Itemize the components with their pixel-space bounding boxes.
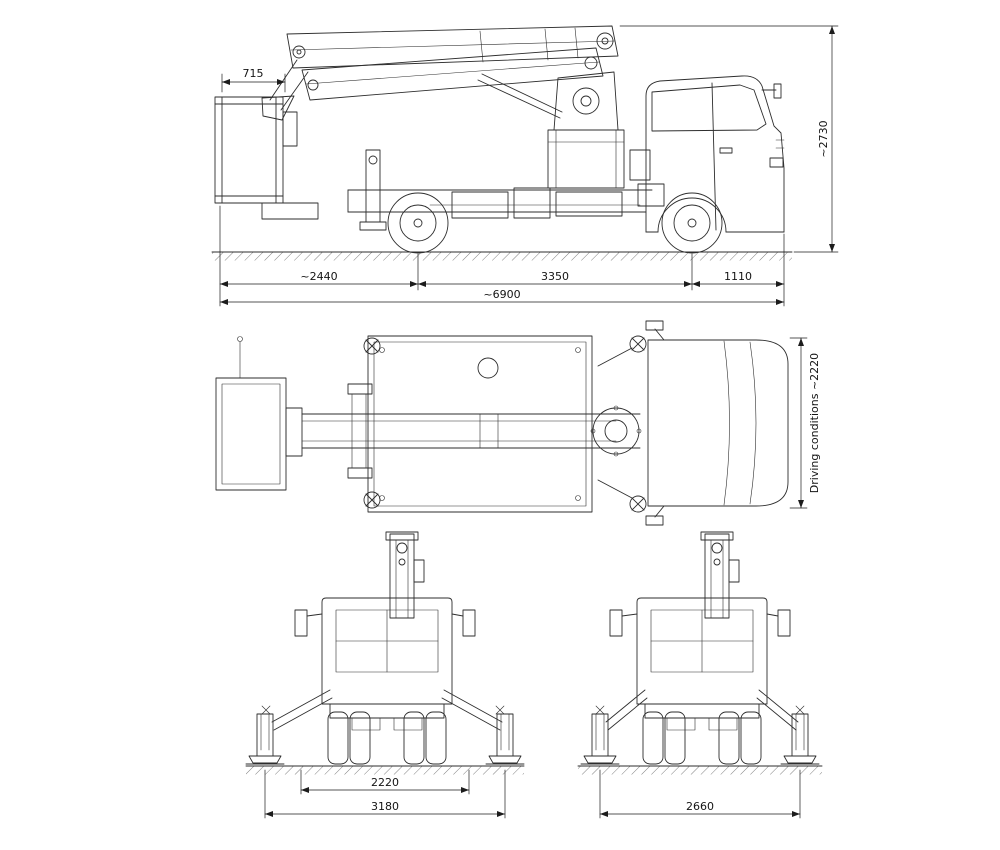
dim-text-1110: 1110 — [724, 270, 752, 283]
side-view: 715 ~2730 ~2440 3350 1110 ~6900 — [211, 25, 839, 307]
stowed-boom-mast-left — [385, 531, 425, 619]
rear-view-right: 2660 — [577, 531, 823, 819]
dim-text-3350: 3350 — [541, 270, 569, 283]
driving-conditions-label: Driving conditions ~2220 — [808, 353, 821, 493]
rear-wheel — [387, 192, 449, 254]
mirror-left — [609, 609, 623, 637]
dim-basket-width: 715 — [221, 67, 286, 93]
front-wheel — [661, 192, 723, 254]
dim-text-6900: ~6900 — [483, 288, 520, 301]
boom-plan — [301, 383, 642, 479]
body-rear-left — [294, 597, 476, 731]
outriggers-rear-right — [580, 689, 820, 765]
cab-plan — [645, 320, 789, 526]
chassis — [347, 149, 665, 231]
plan-view: Driving conditions ~2220 — [215, 320, 821, 526]
ground-line-rear-left — [245, 765, 525, 775]
dim-text-2730: ~2730 — [817, 120, 830, 157]
outrigger-pads-plan — [363, 335, 647, 513]
dim-text-2220: 2220 — [371, 776, 399, 789]
ground-line-side — [211, 251, 793, 261]
dim-text-715: 715 — [243, 67, 264, 80]
outriggers-rear-left — [245, 689, 525, 765]
mirror-right — [777, 609, 791, 637]
truck-bed-plan — [367, 335, 593, 513]
dim-text-2440: ~2440 — [300, 270, 337, 283]
boom-assembly — [261, 25, 619, 147]
ground-line-rear-right — [577, 765, 823, 775]
platform-basket-plan — [215, 336, 303, 491]
dim-driving-conditions: Driving conditions ~2220 — [789, 337, 821, 509]
stowed-boom-mast-right — [700, 531, 740, 619]
dim-text-3180: 3180 — [371, 800, 399, 813]
wheels-rear-right — [642, 711, 762, 765]
rear-view-left: 2220 3180 — [245, 531, 525, 819]
dim-text-2660: 2660 — [686, 800, 714, 813]
mirror-left — [294, 609, 308, 637]
dim-bottom-row: ~2440 3350 1110 ~6900 — [219, 205, 785, 307]
body-rear-right — [609, 597, 791, 731]
dims-rear-left: 2220 3180 — [264, 769, 506, 819]
truck-cab — [645, 75, 785, 233]
dims-rear-right: 2660 — [599, 769, 801, 819]
dim-overall-height: ~2730 — [619, 25, 839, 253]
turret-pedestal — [547, 71, 625, 189]
platform-basket — [214, 96, 319, 220]
mirror-right — [462, 609, 476, 637]
wheels-rear-left — [327, 711, 447, 765]
